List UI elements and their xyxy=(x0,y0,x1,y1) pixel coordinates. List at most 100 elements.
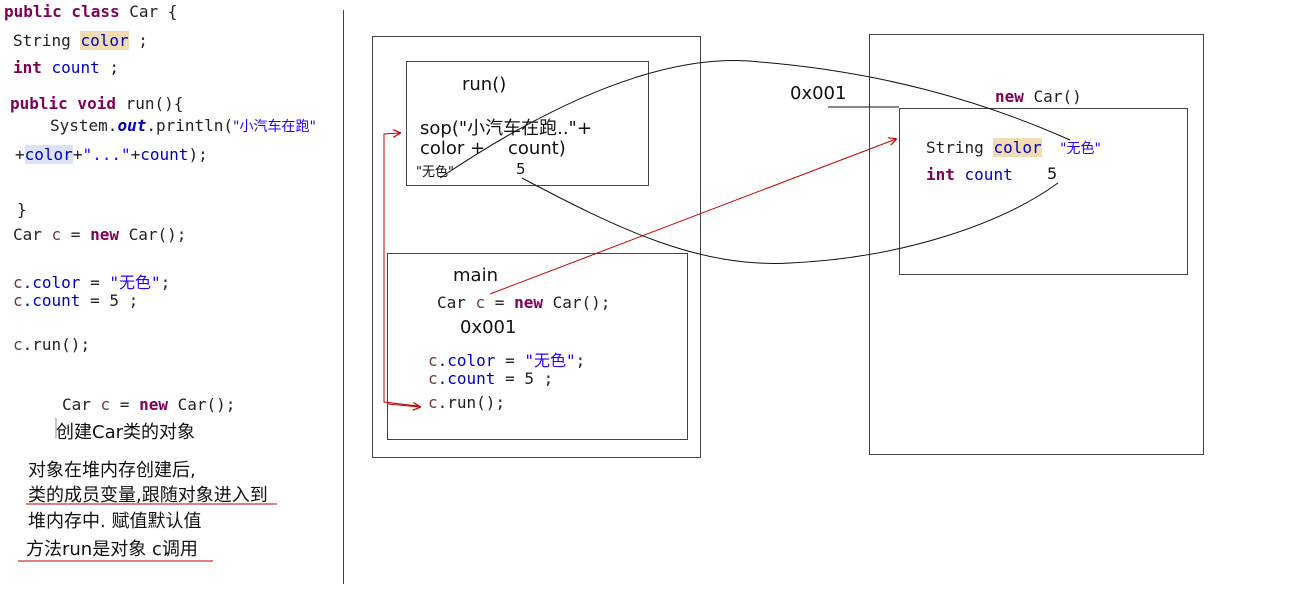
main-assign-count: c.count = 5 ; xyxy=(428,369,553,388)
code-text: System. xyxy=(50,116,118,135)
code-text: String xyxy=(926,138,994,157)
keyword: public class xyxy=(4,2,120,21)
field-name: color xyxy=(24,145,73,164)
note-create-object: 创建Car类的对象 xyxy=(56,422,195,443)
code-text: = xyxy=(495,351,525,370)
field-name: .color xyxy=(22,273,81,292)
run-frame-color-value: "无色" xyxy=(416,165,454,180)
code-text: Car(); xyxy=(542,293,611,312)
count-binding-curve xyxy=(521,177,1059,264)
code-text: = xyxy=(485,293,515,312)
run-frame-title: run() xyxy=(462,74,507,95)
variable: c xyxy=(13,291,23,310)
heap-count-value: 5 xyxy=(1047,164,1058,183)
string-literal: "..." xyxy=(82,145,131,164)
keyword: new xyxy=(995,87,1024,106)
heap-color-value: "无色" xyxy=(1060,141,1101,157)
code-text: .run(); xyxy=(437,393,506,412)
assign-count-line: c.count = 5 ; xyxy=(13,291,138,310)
code-text: Car { xyxy=(119,2,178,21)
note-code-line: Car c = new Car(); xyxy=(62,395,235,414)
code-text: + xyxy=(15,145,25,164)
heap-address-label: 0x001 xyxy=(790,83,847,104)
code-text: = xyxy=(61,225,91,244)
variable: c xyxy=(13,273,23,292)
code-text: String xyxy=(13,31,81,50)
run-frame-count-value: 5 xyxy=(516,160,526,178)
field-count-line: int count ; xyxy=(13,58,119,77)
string-literal: "小汽车在跑" xyxy=(233,119,316,135)
code-text: ); xyxy=(188,145,208,164)
keyword: public void xyxy=(10,94,116,113)
color-binding-curve xyxy=(439,60,1071,179)
assign-color-line: c.color = "无色"; xyxy=(13,269,170,293)
variable: c xyxy=(51,225,62,244)
main-ref-address: 0x001 xyxy=(460,317,517,338)
main-call-run: c.run(); xyxy=(428,393,505,412)
code-text: = 5 ; xyxy=(80,291,139,310)
code-text: + xyxy=(72,145,83,164)
code-text: Car(); xyxy=(118,225,187,244)
static-field: out xyxy=(117,116,147,135)
stack-memory-box xyxy=(372,36,701,458)
field-name: .count xyxy=(437,369,496,388)
main-frame-title: main xyxy=(453,265,498,286)
code-text: Car xyxy=(62,395,101,414)
code-text: Car() xyxy=(1023,87,1082,106)
heap-object-title: new Car() xyxy=(995,87,1082,106)
car-object-box xyxy=(899,108,1188,275)
keyword: new xyxy=(139,395,168,414)
println-line: System.out.println("小汽车在跑" xyxy=(50,116,316,136)
closing-brace: } xyxy=(17,200,27,219)
variable: c xyxy=(428,393,438,412)
run-frame-line1: sop("小汽车在跑.."+ xyxy=(420,118,592,139)
code-text: ; xyxy=(160,273,171,292)
heap-field-color: String color xyxy=(926,138,1042,157)
keyword: int xyxy=(926,165,955,184)
variable: c xyxy=(13,335,23,354)
code-text: .run(); xyxy=(22,335,91,354)
field-name: count xyxy=(140,145,189,164)
variable: c xyxy=(428,351,438,370)
keyword: int xyxy=(13,58,42,77)
code-text: Car xyxy=(437,293,476,312)
code-text: Car(); xyxy=(167,395,236,414)
note-run-called: 方法run是对象 c调用 xyxy=(26,539,198,560)
main-create-line: Car c = new Car(); xyxy=(437,293,610,312)
run-frame xyxy=(406,61,649,186)
main-frame xyxy=(387,253,688,440)
field-name: count xyxy=(954,165,1013,184)
method-call-arrow xyxy=(383,133,419,407)
note-heap-created: 对象在堆内存创建后, xyxy=(28,460,196,481)
code-text: = xyxy=(110,395,140,414)
run-frame-line2: color + count) xyxy=(420,138,566,159)
code-text: + xyxy=(130,145,141,164)
code-text: ; xyxy=(575,351,586,370)
code-text: .println( xyxy=(146,116,234,135)
call-return-arrow xyxy=(387,404,420,407)
code-text: ; xyxy=(99,58,119,77)
reference-arrow xyxy=(489,139,896,295)
variable: c xyxy=(475,293,486,312)
field-name: color xyxy=(80,31,129,50)
variable: c xyxy=(428,369,438,388)
note-members-follow: 类的成员变量,跟随对象进入到 xyxy=(28,485,268,506)
field-name: color xyxy=(993,138,1042,157)
class-declaration-line: public class Car { xyxy=(4,2,177,21)
string-literal: "无色" xyxy=(109,273,161,292)
field-name: .count xyxy=(22,291,81,310)
field-name: .color xyxy=(437,351,496,370)
vertical-divider xyxy=(343,10,344,584)
variable: c xyxy=(100,395,111,414)
code-text: ; xyxy=(128,31,148,50)
field-name: count xyxy=(41,58,100,77)
main-assign-color: c.color = "无色"; xyxy=(428,347,585,371)
string-literal: "无色" xyxy=(524,351,576,370)
heap-memory-box xyxy=(869,34,1204,455)
heap-field-count: int count xyxy=(926,165,1013,184)
note-default-values: 堆内存中. 赋值默认值 xyxy=(28,511,202,532)
keyword: new xyxy=(90,225,119,244)
code-text: = 5 ; xyxy=(495,369,554,388)
keyword: new xyxy=(514,293,543,312)
